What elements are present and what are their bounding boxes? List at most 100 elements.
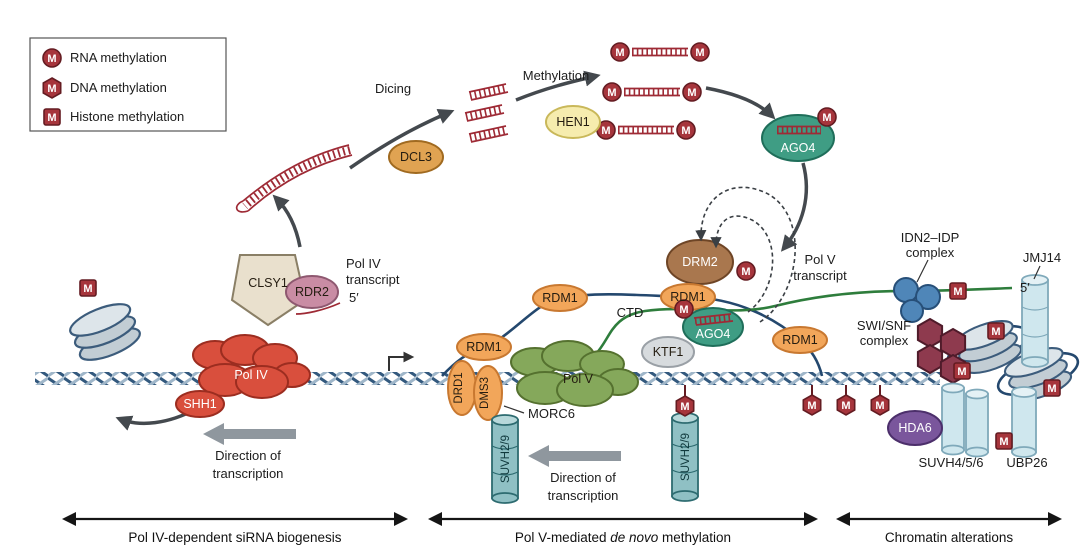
morc6-label: MORC6 bbox=[528, 406, 575, 421]
pol5-transcript-label-1: Pol V bbox=[804, 252, 835, 267]
histone-methylation-m-icon bbox=[1043, 379, 1061, 397]
shh1-shape bbox=[175, 390, 225, 418]
ago4-mid-label: AGO4 bbox=[696, 327, 731, 341]
dna-methylation-m-icon bbox=[675, 395, 695, 417]
rdm1-label: RDM1 bbox=[542, 291, 577, 305]
rna-methylation-m-icon bbox=[610, 42, 630, 62]
pol-v-complex bbox=[510, 340, 639, 407]
legend-dna-label: DNA methylation bbox=[70, 80, 167, 95]
swisnf-label-1: SWI/SNF bbox=[857, 318, 911, 333]
rna-methylation-m-icon bbox=[736, 261, 756, 281]
five-prime-right: 5′ bbox=[1020, 280, 1030, 295]
hairpin-rna bbox=[235, 144, 353, 213]
suvh29-label: SUVH2/9 bbox=[680, 433, 692, 481]
rna-methylation-m-icon bbox=[682, 82, 702, 102]
rdm1-label: RDM1 bbox=[466, 340, 501, 354]
idn2-pointer bbox=[916, 259, 929, 283]
methylation-label: Methylation bbox=[523, 68, 589, 83]
section-label-pol5: Pol V-mediated de novo methylation bbox=[515, 530, 731, 545]
hda6-shape bbox=[887, 410, 943, 446]
rdm1-shape bbox=[772, 326, 828, 354]
pol-iv-transcript-line bbox=[295, 302, 341, 315]
rdm1-shape bbox=[532, 284, 588, 312]
legend: RNA methylation DNA methylation Histone … bbox=[29, 37, 227, 132]
section-label-pol4: Pol IV-dependent siRNA biogenesis bbox=[128, 530, 341, 545]
methylated-sirna-duplexes bbox=[596, 42, 710, 140]
idn2-label-2: complex bbox=[906, 245, 955, 260]
dms3-shape bbox=[473, 365, 503, 421]
rna-methylation-m-icon bbox=[676, 120, 696, 140]
jmj14-label: JMJ14 bbox=[1023, 250, 1061, 265]
rdm1-shape bbox=[456, 333, 512, 361]
transcription-start-arrow bbox=[388, 351, 415, 371]
direction-label-left-2: transcription bbox=[213, 466, 284, 481]
jmj14-pointer bbox=[1033, 265, 1041, 280]
rdr2-shape bbox=[285, 275, 339, 309]
rna-methylation-m-icon bbox=[817, 107, 837, 127]
ubp26-cylinder bbox=[1011, 386, 1037, 458]
morc6-pointer bbox=[503, 405, 525, 414]
pol4-label: Pol IV bbox=[234, 368, 268, 382]
rna-methylation-m-icon bbox=[42, 48, 62, 68]
sirna-fragments bbox=[464, 83, 509, 143]
jmj14-cylinder bbox=[1021, 274, 1049, 368]
suvh29-cylinder bbox=[491, 414, 519, 504]
direction-label-mid-2: transcription bbox=[548, 488, 619, 503]
pol4-transcript-label-2: transcript bbox=[346, 272, 400, 287]
rdm1-label: RDM1 bbox=[782, 333, 817, 347]
suvh456-label: SUVH4/5/6 bbox=[918, 455, 983, 470]
pol5-label: Pol V bbox=[563, 372, 594, 386]
direction-arrow bbox=[528, 445, 621, 467]
drm2-label: DRM2 bbox=[682, 255, 717, 269]
histone-methylation-m-icon bbox=[953, 362, 971, 380]
histone-methylation-m-icon bbox=[43, 108, 61, 126]
ago4-loaded bbox=[761, 107, 837, 162]
dna-methylation-m-icon bbox=[802, 394, 822, 416]
dna-methylation-m-icon bbox=[42, 77, 62, 99]
direction-label-left-1: Direction of bbox=[215, 448, 281, 463]
rna-methylation-m-icon bbox=[690, 42, 710, 62]
dicing-label: Dicing bbox=[375, 81, 411, 96]
legend-rna-label: RNA methylation bbox=[70, 50, 167, 65]
legend-box bbox=[29, 37, 227, 132]
pol-iv-complex bbox=[192, 334, 311, 399]
direction-arrow bbox=[203, 423, 296, 445]
idn2-label-1: IDN2–IDP bbox=[901, 230, 960, 245]
ktf1-shape bbox=[641, 336, 695, 368]
dna-methylation-m-icon bbox=[870, 394, 890, 416]
ago4-label: AGO4 bbox=[781, 141, 816, 155]
dcl3-shape bbox=[388, 140, 444, 174]
dcl3-label: DCL3 bbox=[400, 150, 432, 164]
dna-methylation-m-icon bbox=[836, 394, 856, 416]
section-arrows bbox=[62, 512, 1062, 526]
hen1-shape bbox=[545, 105, 601, 139]
five-prime-left: 5′ bbox=[349, 290, 359, 305]
shh1-label: SHH1 bbox=[183, 397, 216, 411]
legend-histone-label: Histone methylation bbox=[70, 109, 184, 124]
ago4-on-transcript bbox=[674, 299, 744, 347]
idn2-idp-complex bbox=[893, 277, 941, 323]
histone-methylation-m-icon bbox=[987, 322, 1005, 340]
section-label-chromatin: Chromatin alterations bbox=[885, 530, 1014, 545]
dms3-label: DMS3 bbox=[479, 377, 491, 409]
hen1-label: HEN1 bbox=[556, 115, 589, 129]
pol4-transcript-label-1: Pol IV bbox=[346, 256, 381, 271]
ago4-recycling-loops bbox=[695, 186, 796, 323]
rdr2-label: RDR2 bbox=[295, 285, 329, 299]
hda6-label: HDA6 bbox=[898, 421, 931, 435]
histone-methylation-m-icon bbox=[79, 279, 97, 297]
ctd-label: CTD bbox=[617, 305, 644, 320]
direction-label-mid-1: Direction of bbox=[550, 470, 616, 485]
rdm1-label: RDM1 bbox=[670, 290, 705, 304]
ubp26-label: UBP26 bbox=[1006, 455, 1047, 470]
rna-methylation-m-icon bbox=[602, 82, 622, 102]
drd1-label: DRD1 bbox=[453, 372, 465, 403]
ktf1-label: KTF1 bbox=[653, 345, 684, 359]
clsy1-label: CLSY1 bbox=[248, 276, 288, 290]
histone-methylation-m-icon bbox=[995, 432, 1013, 450]
dna-methylation-stems bbox=[684, 385, 881, 397]
clsy1-shape bbox=[230, 254, 307, 327]
swisnf-label-2: complex bbox=[860, 333, 909, 348]
